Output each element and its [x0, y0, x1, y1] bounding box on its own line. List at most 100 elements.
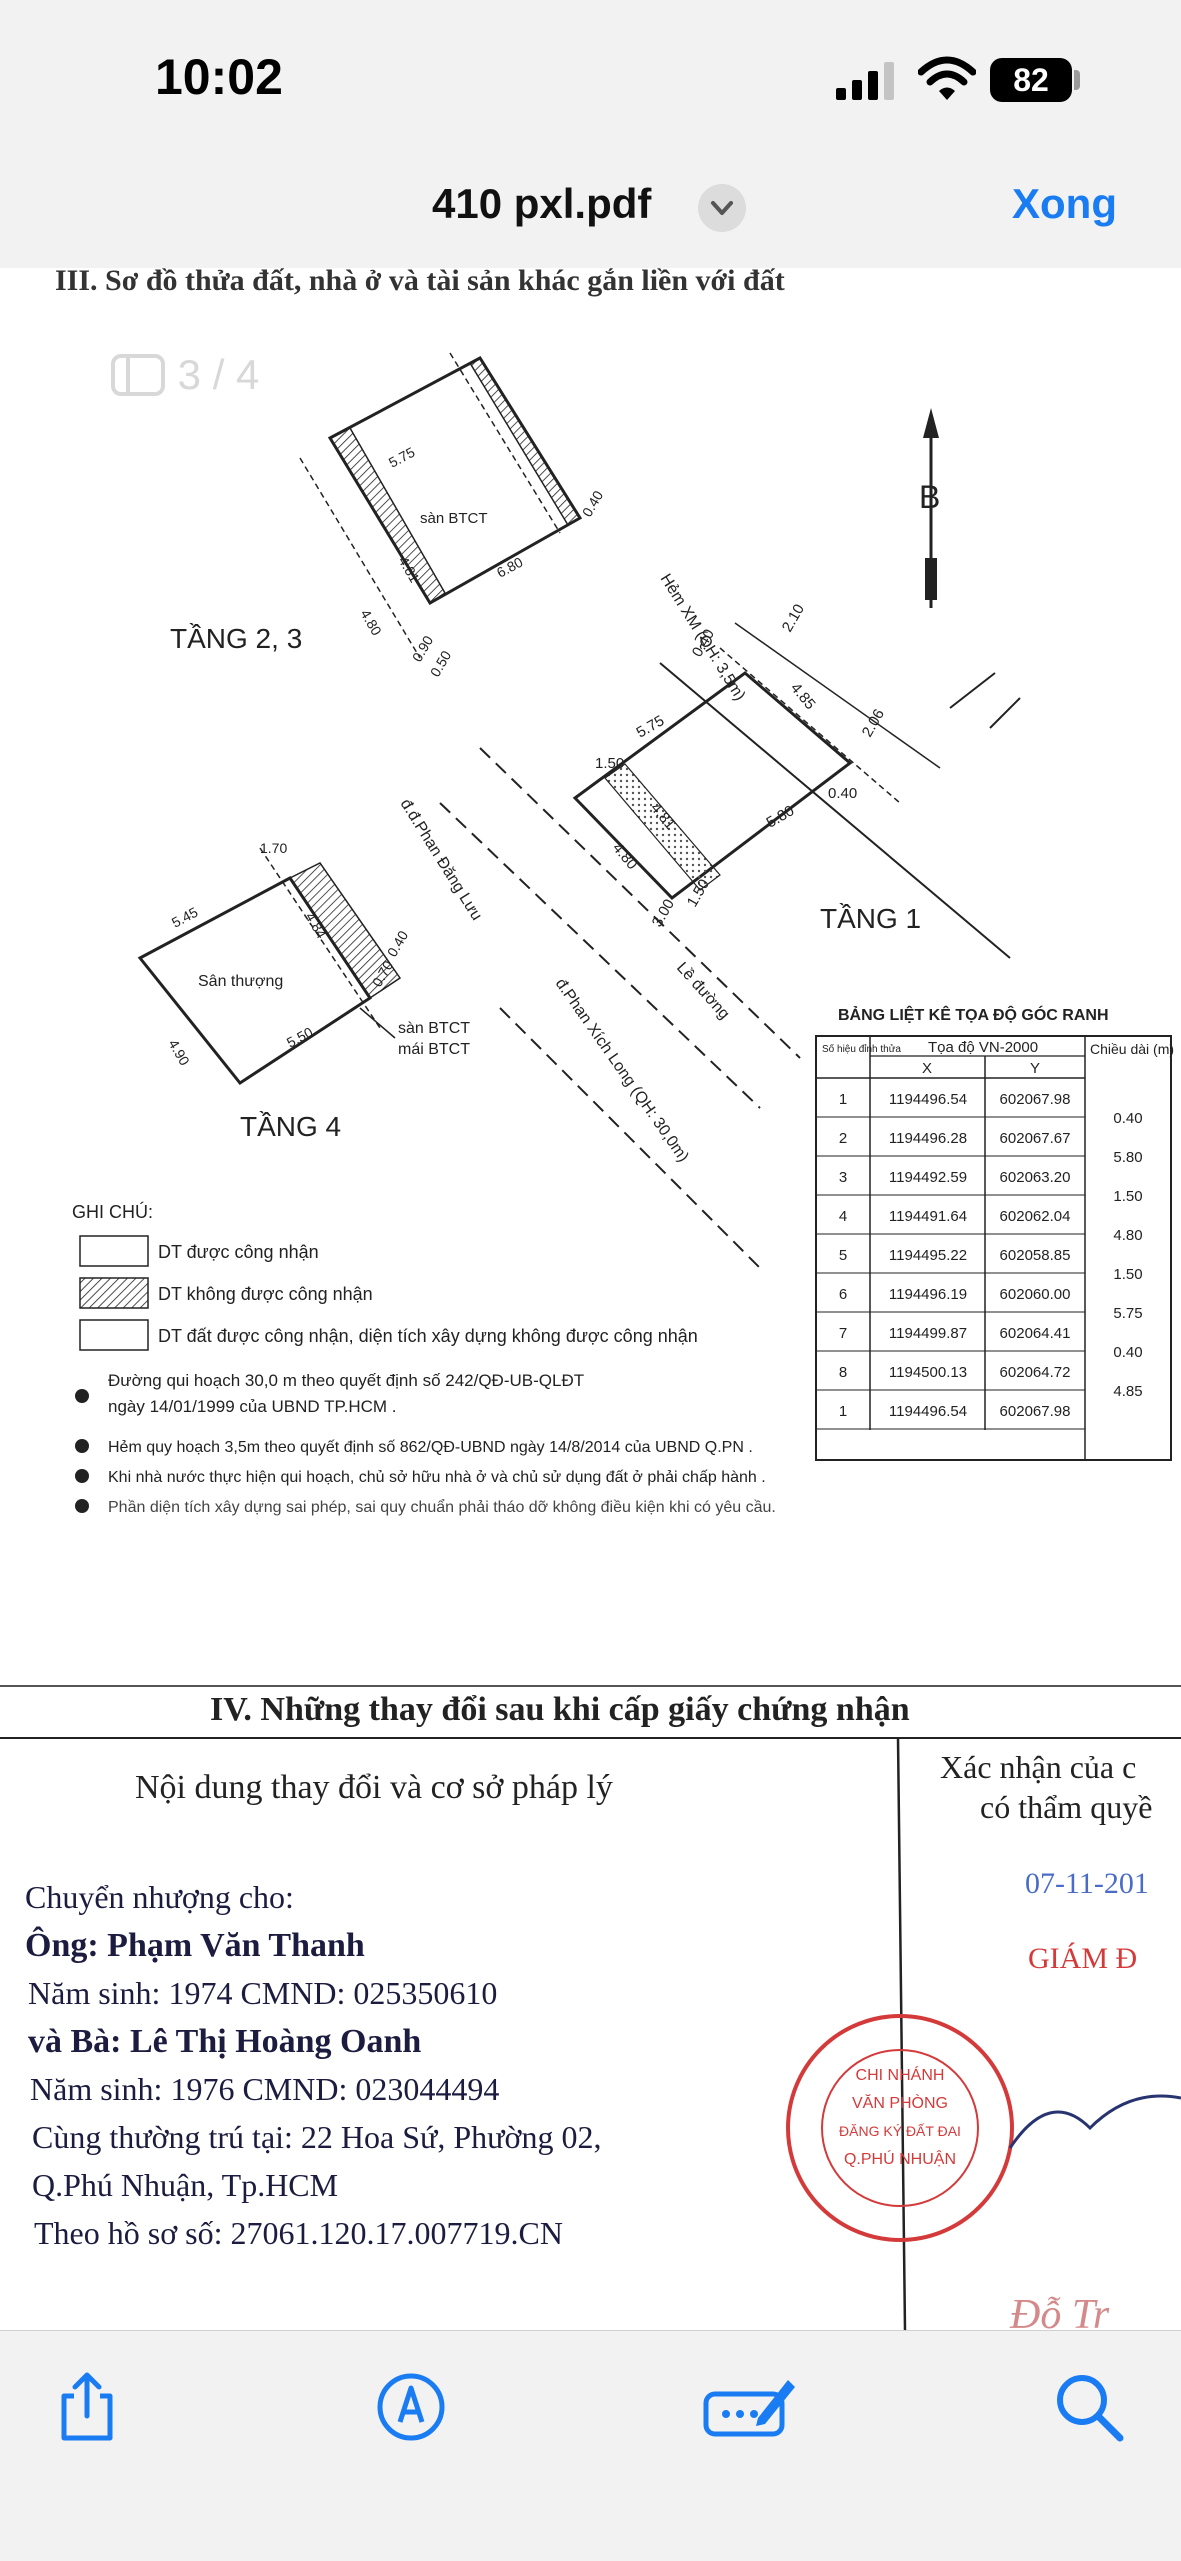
floor-4-plan: Sân thượng 5.45 5.50 4.90 4.84 1.70 0.40… [137, 840, 470, 1142]
search-icon[interactable] [1052, 2370, 1126, 2444]
coord-x: 1194496.19 [889, 1286, 967, 1303]
battery-tip [1074, 70, 1080, 90]
coord-x: 1194499.87 [889, 1325, 967, 1342]
status-bar [0, 0, 1181, 150]
dim: 4.80 [609, 840, 641, 873]
document-title[interactable]: 410 pxl.pdf [432, 180, 652, 227]
nav-bar [0, 150, 1181, 269]
pdf-page-canvas: III. Sơ đồ thửa đất, nhà ở và tài sản kh… [0, 268, 1181, 2330]
form-fill-icon[interactable] [702, 2370, 798, 2444]
coord-y: 602060.00 [1000, 1286, 1071, 1303]
legend-swatch-partial [79, 1319, 149, 1351]
coord-point-no: 3 [839, 1169, 847, 1186]
done-button[interactable]: Xong [1012, 180, 1117, 227]
coord-length: 0.40 [1113, 1110, 1142, 1127]
coord-header-x: X [922, 1060, 932, 1077]
page-thumbnail-icon [111, 353, 165, 396]
coord-x: 1194496.54 [889, 1091, 967, 1108]
note: Khi nhà nước thực hiện qui hoạch, chủ sở… [108, 1469, 766, 1486]
coord-y: 602067.98 [1000, 1091, 1071, 1108]
roof-terrace: Sân thượng [198, 973, 283, 990]
coord-header-point: Số hiệu đỉnh thửa [822, 1043, 901, 1055]
coord-point-no: 1 [839, 1091, 847, 1108]
coord-x: 1194492.59 [889, 1169, 967, 1186]
dim: 0.40 [828, 785, 857, 802]
page-indicator-text: 3 / 4 [177, 350, 260, 398]
coord-y: 602063.20 [1000, 1169, 1071, 1186]
note-continuation: ngày 14/01/1999 của UBND TP.HCM . [108, 1397, 397, 1416]
wifi-icon [918, 56, 976, 100]
coordinate-table: BẢNG LIỆT KÊ TỌA ĐỘ GÓC RANH Số hiệu đỉn… [815, 1005, 1174, 1461]
dim: 2.10 [779, 601, 808, 635]
coord-point-no: 5 [839, 1247, 847, 1264]
chevron-down-icon[interactable] [698, 184, 746, 232]
coord-point-no: 7 [839, 1325, 847, 1342]
north-arrow: B [919, 408, 940, 608]
page-indicator: 3 / 4 [110, 348, 280, 404]
dim: 1.70 [260, 840, 287, 856]
legend: GHI CHÚ: DT được công nhận DT không được… [72, 1201, 698, 1351]
coord-y: 602064.72 [1000, 1364, 1071, 1381]
coord-point-no: 6 [839, 1286, 847, 1303]
stamp-line: VĂN PHÒNG [852, 2093, 948, 2112]
coord-y: 602067.67 [1000, 1130, 1071, 1147]
stamp-line: ĐĂNG KÝ ĐẤT ĐAI [839, 2123, 961, 2139]
pdf-page[interactable]: III. Sơ đồ thửa đất, nhà ở và tài sản kh… [0, 268, 1181, 2330]
coord-table-title: BẢNG LIỆT KÊ TỌA ĐỘ GÓC RANH [838, 1005, 1109, 1024]
transfer-line: và Bà: Lê Thị Hoàng Oanh [28, 2023, 421, 2060]
legend-item: DT không được công nhận [158, 1284, 373, 1304]
transfer-line: Q.Phú Nhuận, Tp.HCM [32, 2167, 338, 2203]
bottom-toolbar [0, 2330, 1181, 2561]
dim: 5.75 [386, 444, 418, 471]
coord-x: 1194496.54 [889, 1403, 967, 1420]
legend-title: GHI CHÚ: [72, 1201, 153, 1222]
transfer-details: Chuyển nhượng cho: Ông: Phạm Văn Thanh N… [25, 1879, 601, 2251]
dim: 5.75 [634, 712, 668, 741]
coord-length: 4.85 [1113, 1383, 1142, 1400]
section4-col-right-2: có thẩm quyề [980, 1789, 1152, 1825]
section3-heading: III. Sơ đồ thửa đất, nhà ở và tài sản kh… [55, 268, 785, 297]
sidewalk-label: Lề đường [673, 959, 733, 1022]
floor4-slab: sàn BTCT [398, 1020, 470, 1037]
coord-y: 602067.98 [1000, 1403, 1071, 1420]
dim: 4.80 [357, 607, 385, 639]
coord-y: 602058.85 [1000, 1247, 1071, 1264]
coord-point-no: 4 [839, 1208, 847, 1225]
stamp-line: CHI NHÁNH [856, 2065, 945, 2084]
status-time: 10:02 [155, 49, 283, 105]
share-icon[interactable] [50, 2370, 124, 2444]
coord-point-no: 8 [839, 1364, 847, 1381]
stamp-line: Q.PHÚ NHUẬN [844, 2149, 956, 2168]
confirm-date: 07-11-201 [1025, 1867, 1149, 1900]
dim: 4.90 [165, 1037, 193, 1069]
streets: đ.đ.Phan Đăng Lưu đ.Phan Xích Long (QH: … [397, 747, 801, 1269]
note: Đường qui hoạch 30,0 m theo quyết định s… [108, 1371, 584, 1416]
coord-point-no: 1 [839, 1403, 847, 1420]
transfer-line: Cùng thường trú tại: 22 Hoa Sứ, Phường 0… [32, 2119, 601, 2155]
legend-swatch-recognized [79, 1235, 149, 1267]
street-phan-xich-long: đ.Phan Xích Long (QH: 30,0m) [552, 976, 692, 1166]
legend-swatch-unrecognized [79, 1277, 149, 1309]
floor-1-plan: 5.75 5.80 4.85 4.81 4.80 1.50 1.50 3.00 … [572, 571, 1021, 1023]
coord-length: 4.80 [1113, 1227, 1142, 1244]
coord-x: 1194495.22 [889, 1247, 967, 1264]
section4: IV. Những thay đổi sau khi cấp giấy chứn… [0, 1691, 1181, 2330]
floor1-label: TẦNG 1 [820, 903, 921, 934]
dim: 0.40 [384, 928, 412, 960]
transfer-line: Chuyển nhượng cho: [25, 1879, 294, 1915]
section4-col-left: Nội dung thay đổi và cơ sở pháp lý [135, 1769, 613, 1806]
floor-2-3-plan: sàn BTCT 5.75 6.80 4.80 4.81 0.90 0.50 0… [170, 352, 607, 680]
signature-scribble [1008, 2094, 1181, 2149]
markup-icon[interactable] [374, 2370, 448, 2444]
dim: 1.50 [595, 755, 624, 772]
cellular-signal-icon [836, 62, 894, 100]
dim: 4.85 [787, 680, 819, 713]
coord-length: 5.80 [1113, 1149, 1142, 1166]
section4-col-right-1: Xác nhận của c [940, 1749, 1136, 1785]
dim: 0.40 [579, 488, 607, 520]
dim: 6.80 [494, 554, 526, 581]
alley-label: Hẻm XM (QH: 3,5m) [657, 571, 749, 704]
note: Phần diện tích xây dựng sai phép, sai qu… [108, 1498, 776, 1516]
floor4-label: TẦNG 4 [240, 1111, 341, 1142]
coord-x: 1194496.28 [889, 1130, 967, 1147]
